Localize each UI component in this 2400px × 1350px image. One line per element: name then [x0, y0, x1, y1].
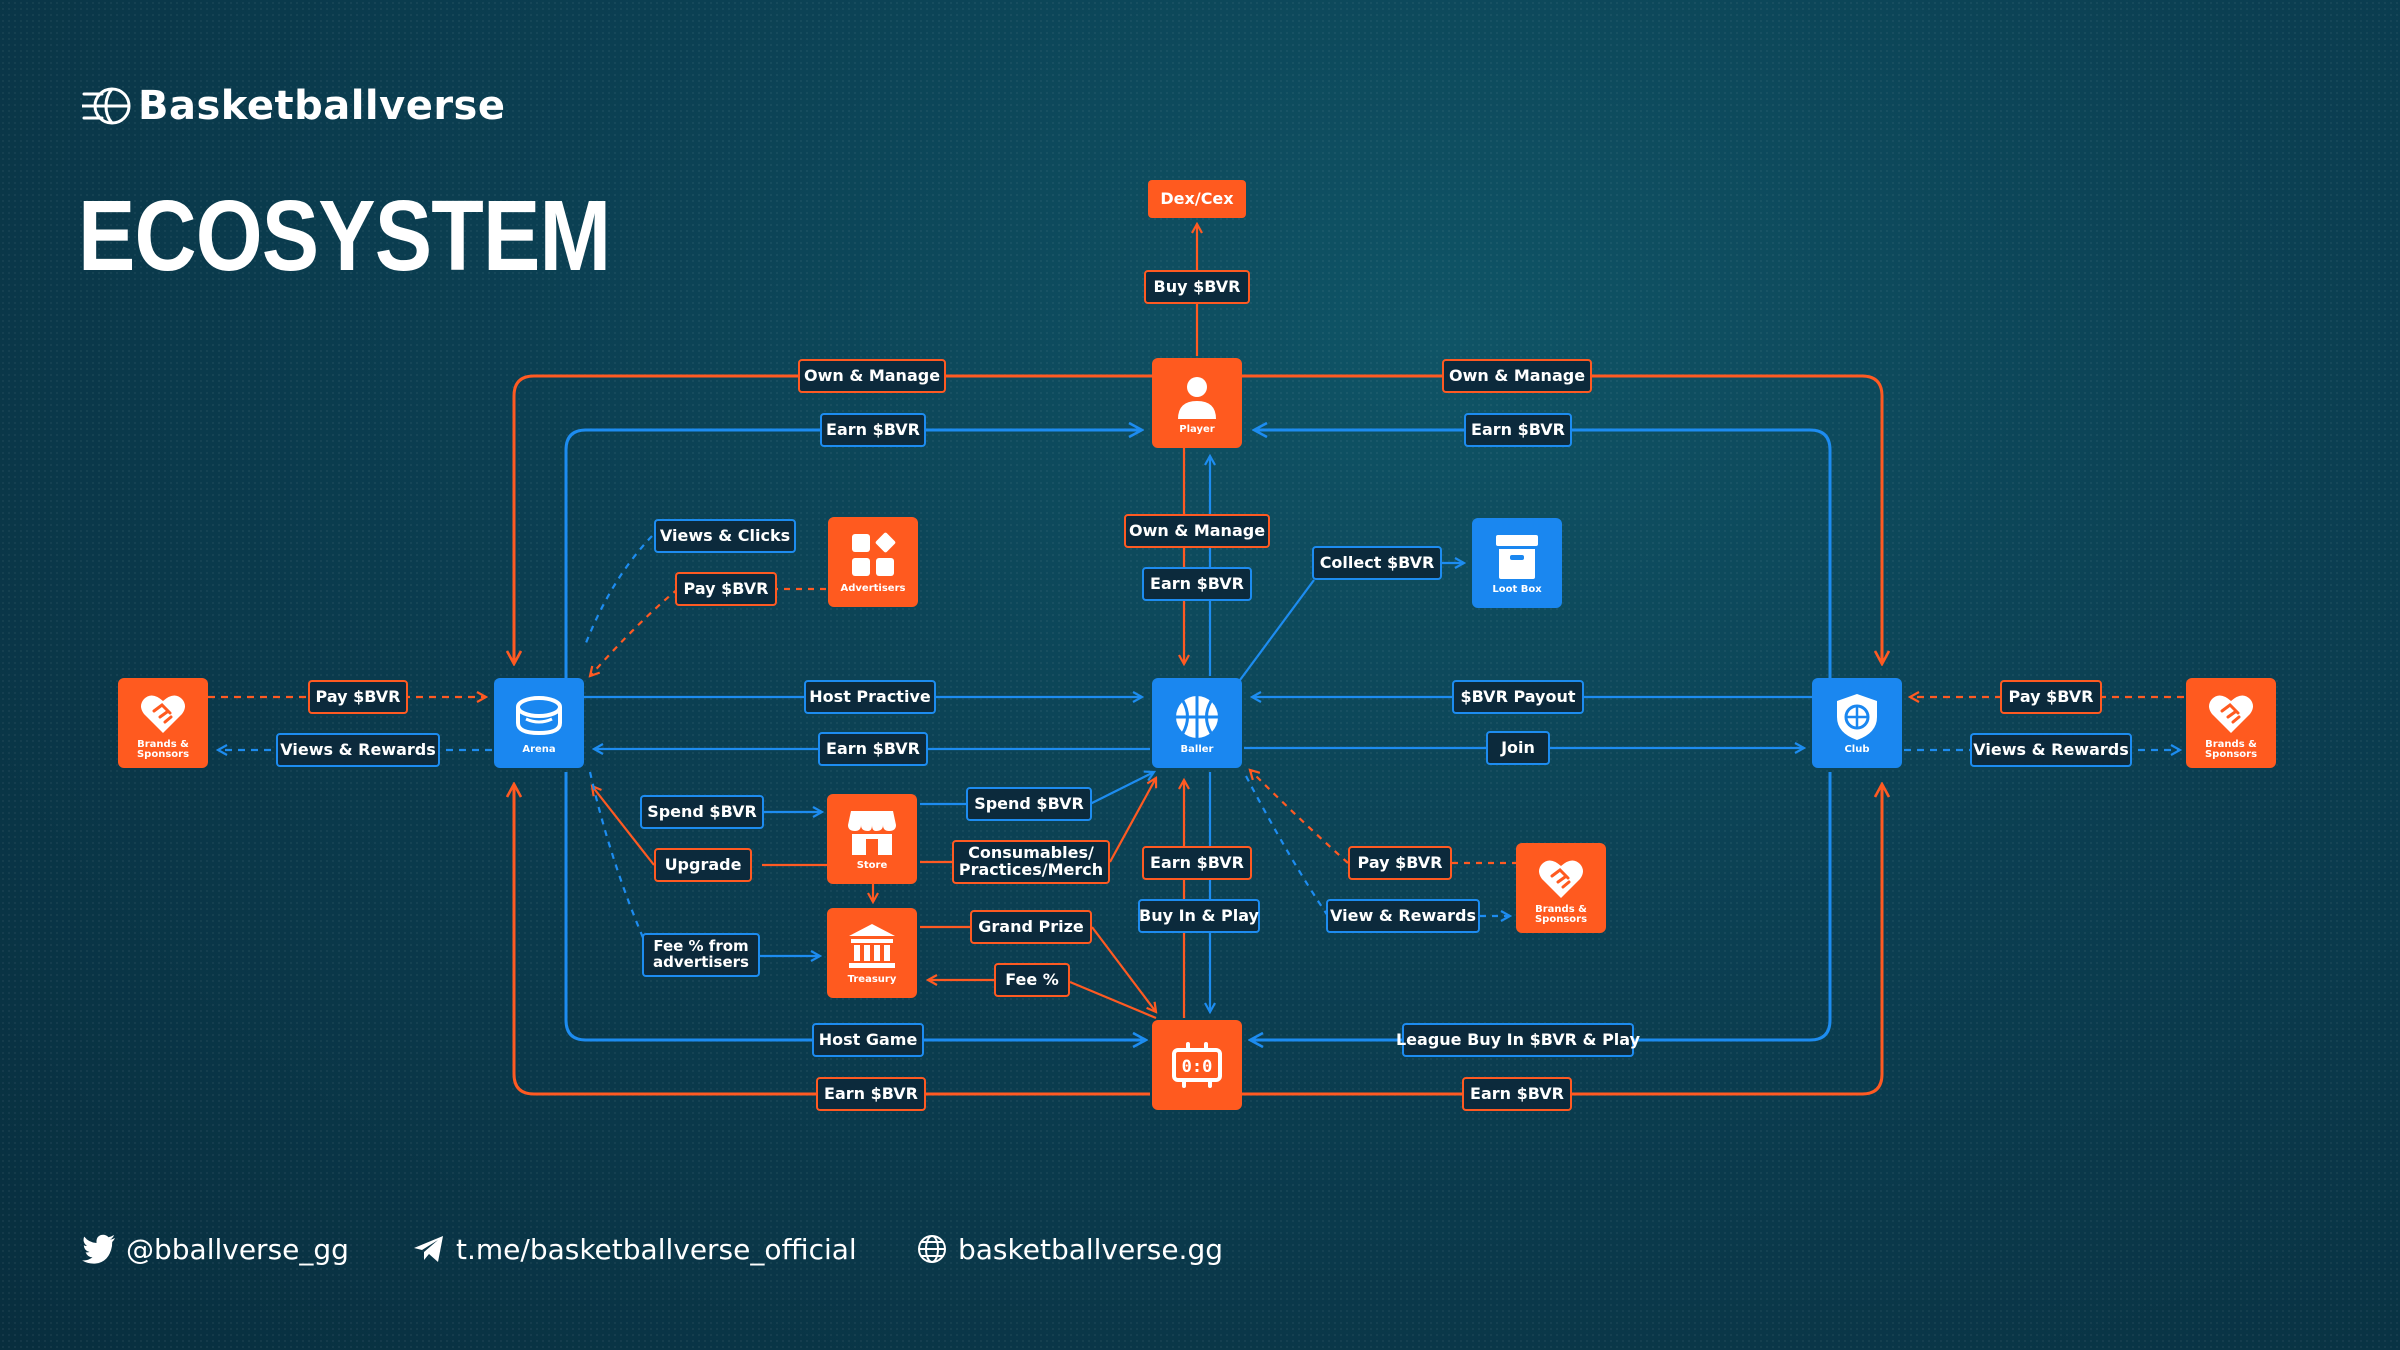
brands-right-node: Brands & Sponsors — [2186, 678, 2276, 768]
brands-right-caption: Brands & Sponsors — [2204, 738, 2258, 760]
dex-cex-node: Dex/Cex — [1148, 180, 1246, 218]
arena-node: Arena — [494, 678, 584, 768]
scoreboard-icon: 0:0 — [1172, 1042, 1222, 1088]
player-caption: Player — [1179, 423, 1215, 435]
advertisers-caption: Advertisers — [840, 582, 906, 594]
label-earn-baller: Earn $BVR — [1142, 846, 1252, 880]
label-earn-player-right: Earn $BVR — [1464, 413, 1572, 447]
label-view-rewards-mid: View & Rewards — [1326, 899, 1480, 933]
brands-left-caption: Brands & Sponsors — [136, 738, 190, 760]
loot-box-node: Loot Box — [1472, 518, 1562, 608]
treasury-caption: Treasury — [847, 973, 897, 985]
archive-box-icon — [1496, 534, 1538, 579]
person-icon — [1178, 376, 1216, 419]
basketball-swoosh-icon — [82, 87, 131, 125]
label-own-manage-left: Own & Manage — [798, 359, 946, 393]
website-link: basketballverse.gg — [958, 1232, 1224, 1266]
brands-left-node: Brands & Sponsors — [118, 678, 208, 768]
baller-node: Baller — [1152, 678, 1242, 768]
label-earn-bottom-right: Earn $BVR — [1462, 1077, 1572, 1111]
store-caption: Store — [856, 859, 888, 871]
label-own-manage-center: Own & Manage — [1124, 514, 1270, 548]
baller-caption: Baller — [1180, 743, 1214, 755]
handshake-icon — [1539, 859, 1583, 898]
label-earn-center: Earn $BVR — [1142, 567, 1252, 601]
label-views-clicks: Views & Clicks — [654, 519, 796, 553]
handshake-icon — [2209, 694, 2253, 733]
label-pay-advertisers: Pay $BVR — [675, 572, 777, 606]
twitter-bird-icon — [82, 1234, 115, 1264]
label-payout: $BVR Payout — [1452, 680, 1584, 714]
label-join: Join — [1486, 731, 1550, 765]
club-caption: Club — [1844, 743, 1870, 755]
treasury-node: Treasury — [827, 908, 917, 998]
shield-ball-icon — [1837, 693, 1877, 740]
brands-mid-node: Brands & Sponsors — [1516, 843, 1606, 933]
store-node: Store — [827, 794, 917, 884]
storefront-icon — [848, 810, 896, 855]
footer-telegram[interactable]: t.me/basketballverse_official — [412, 1226, 857, 1272]
basketball-icon — [1176, 695, 1218, 738]
game-node: 0:0 — [1152, 1020, 1242, 1110]
label-earn-bottom-left: Earn $BVR — [816, 1077, 926, 1111]
handshake-icon — [141, 694, 185, 733]
globe-icon — [918, 1235, 946, 1263]
label-earn-arena: Earn $BVR — [818, 732, 928, 766]
label-consumables: Consumables/ Practices/Merch — [952, 840, 1110, 884]
game-score: 0:0 — [1182, 1057, 1213, 1077]
label-fee-advertisers: Fee % from advertisers — [642, 933, 760, 977]
label-views-rewards-left: Views & Rewards — [276, 733, 440, 767]
player-node: Player — [1152, 358, 1242, 448]
twitter-handle: @bballverse_gg — [126, 1232, 349, 1266]
label-pay-left: Pay $BVR — [308, 680, 408, 714]
club-node: Club — [1812, 678, 1902, 768]
label-spend-left: Spend $BVR — [640, 795, 764, 829]
arena-caption: Arena — [522, 743, 556, 755]
label-buy-in-play: Buy In & Play — [1138, 899, 1260, 933]
label-grand-prize: Grand Prize — [970, 910, 1092, 944]
bank-icon — [849, 923, 895, 968]
label-earn-player-left: Earn $BVR — [820, 413, 926, 447]
label-buy-sbvr: Buy $BVR — [1144, 270, 1250, 304]
brand-logo: Basketballverse — [82, 78, 505, 134]
stadium-icon — [516, 695, 562, 735]
label-upgrade: Upgrade — [654, 848, 752, 882]
loot-box-caption: Loot Box — [1492, 583, 1542, 595]
label-host-game: Host Game — [812, 1023, 924, 1057]
telegram-link: t.me/basketballverse_official — [456, 1232, 857, 1266]
label-spend-right: Spend $BVR — [966, 787, 1092, 821]
brands-mid-caption: Brands & Sponsors — [1534, 903, 1588, 925]
label-own-manage-right: Own & Manage — [1442, 359, 1592, 393]
label-host-practice: Host Practive — [804, 680, 936, 714]
label-collect-sbvr: Collect $BVR — [1312, 546, 1442, 580]
advertisers-node: Advertisers — [828, 517, 918, 607]
footer-website[interactable]: basketballverse.gg — [916, 1226, 1223, 1272]
label-fee: Fee % — [994, 963, 1070, 997]
shapes-icon — [852, 532, 896, 576]
label-pay-right: Pay $BVR — [2000, 680, 2102, 714]
page-title: ECOSYSTEM — [78, 180, 611, 292]
footer-twitter[interactable]: @bballverse_gg — [82, 1226, 349, 1272]
label-views-rewards-right: Views & Rewards — [1970, 733, 2132, 767]
label-league: League Buy In $BVR & Play — [1396, 1023, 1640, 1057]
label-pay-mid: Pay $BVR — [1348, 846, 1452, 880]
brand-name: Basketballverse — [138, 83, 506, 129]
telegram-plane-icon — [414, 1236, 443, 1262]
